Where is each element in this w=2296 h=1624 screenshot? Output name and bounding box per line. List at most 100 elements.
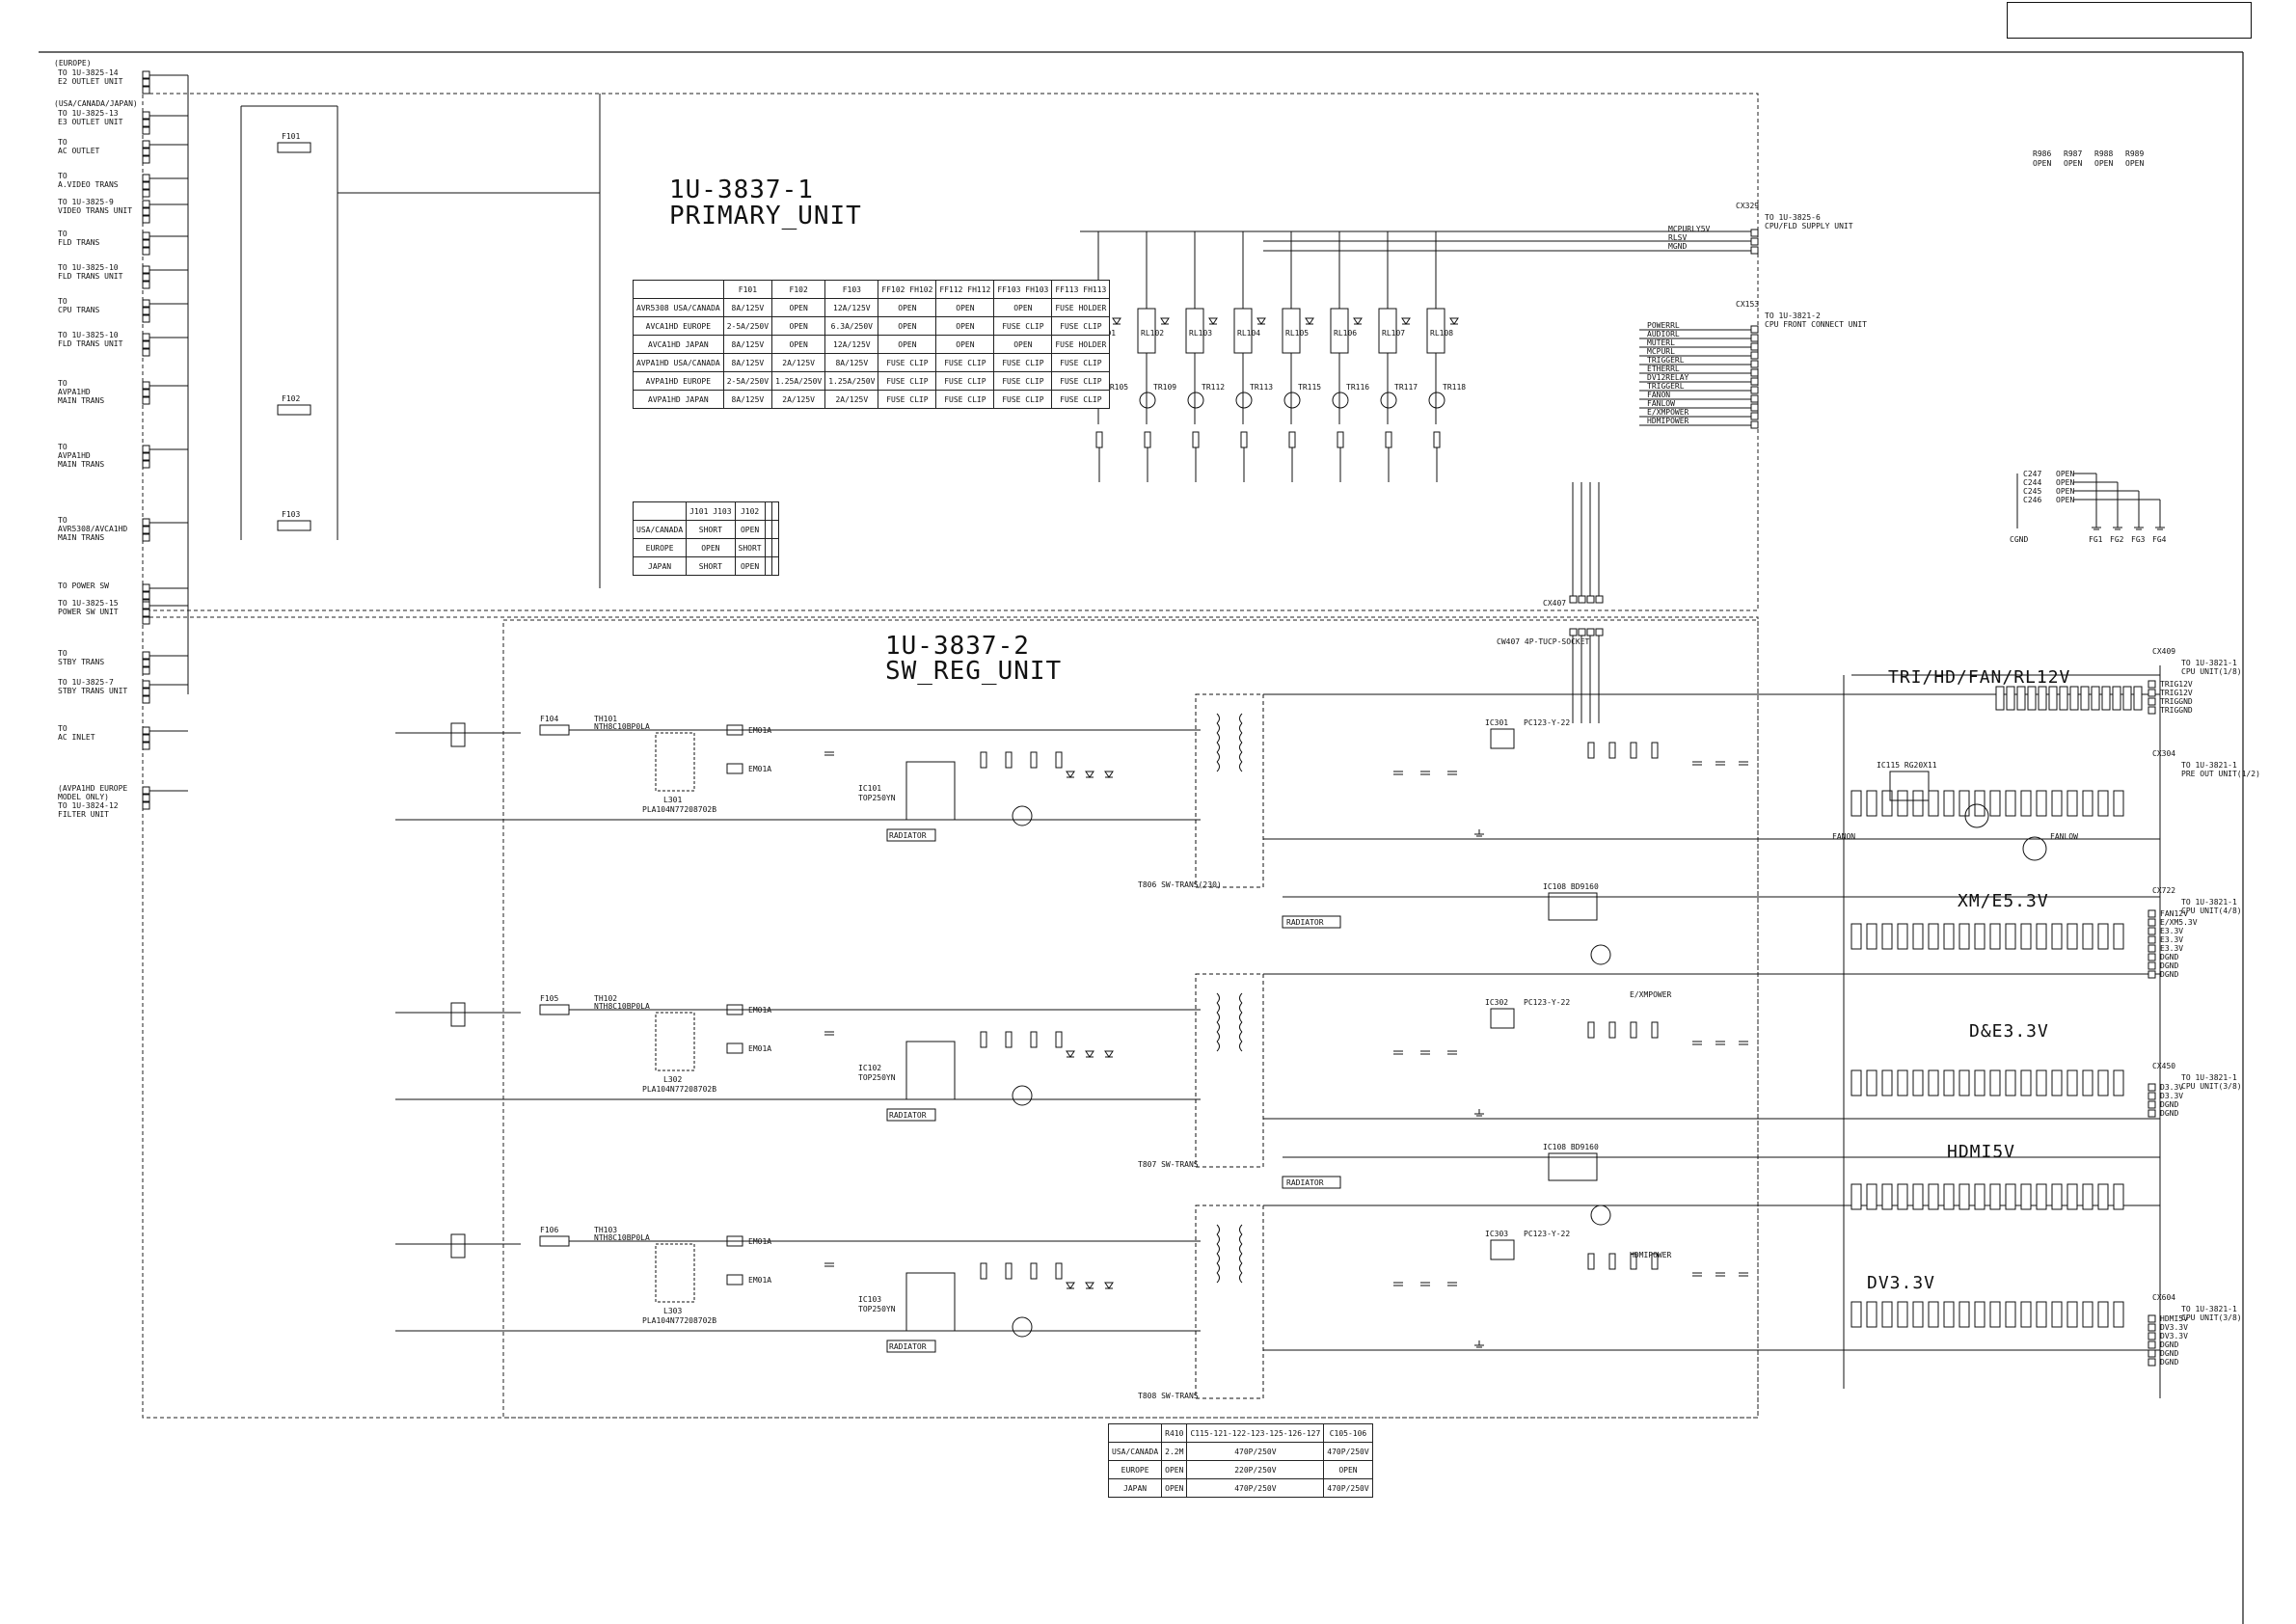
rail-cap-bank <box>1912 790 1924 817</box>
rail-cap-bank <box>1850 1069 1862 1096</box>
stage-connector <box>450 1233 466 1259</box>
stage-bridge-diode <box>726 1042 743 1054</box>
stage-filter-type: PLA104N77208702B <box>642 1085 716 1094</box>
aux-buck-label: IC108 BD9160 <box>1543 1143 1599 1151</box>
left-connector-pin <box>142 445 150 453</box>
stage-output-cap <box>1420 1050 1430 1055</box>
stage-transformer-label: T808 SW-TRANS <box>1138 1392 1199 1400</box>
cx604-label: HDMI5V <box>2160 1314 2188 1323</box>
fuse-label: F102 <box>282 394 300 403</box>
cx329-pin <box>1750 229 1759 237</box>
stage-transistor <box>1012 1316 1033 1338</box>
cx722-pin <box>2147 944 2156 953</box>
left-connector-pin <box>142 659 150 667</box>
rail-cap-bank <box>1958 1183 1970 1210</box>
fg-cap-label: C247 <box>2023 470 2041 478</box>
stage-diode <box>1085 771 1094 778</box>
cap-table-cell: OPEN <box>1161 1460 1188 1479</box>
rail-cap-bank <box>2020 1183 2032 1210</box>
rail-cap-bank <box>1943 790 1955 817</box>
stage-ic-label: IC102 <box>858 1064 881 1072</box>
cx604-pin <box>2147 1323 2156 1332</box>
left-connector-pin <box>142 70 150 79</box>
stage-ground <box>1474 829 1484 837</box>
cw407-pin <box>1586 628 1595 636</box>
left-connector-text: MAIN TRANS <box>58 533 104 542</box>
fuse-table-cell: FUSE CLIP <box>878 390 937 409</box>
unit-titles: 1U-3837-1 PRIMARY_UNIT 1U-3837-2 SW_REG_… <box>669 176 1061 686</box>
fuse-table-cell: OPEN <box>935 298 995 317</box>
cx153-pin-label: DV12RELAY <box>1647 373 1689 382</box>
fuse-f103 <box>277 520 311 531</box>
aux-radiator-label: RADIATOR <box>1286 1178 1324 1187</box>
drawing-frame <box>39 51 2244 1624</box>
stage-ground <box>1474 1109 1484 1117</box>
right-connector-id: CX409 <box>2152 647 2175 656</box>
cx329-pin-label: MGND <box>1668 242 1687 251</box>
fg-cap-value: OPEN <box>2056 496 2074 504</box>
rail-cap-bank <box>2005 1069 2016 1096</box>
open-ref: R989 <box>2125 149 2144 158</box>
fuse-table-cell: FUSE CLIP <box>1051 353 1111 372</box>
right-connector-text: TO 1U-3821-1 <box>2181 1305 2237 1313</box>
cx604-label: DGND <box>2160 1349 2178 1358</box>
stage-filter-label: L302 <box>663 1075 682 1084</box>
rail-cap-bank <box>1866 1183 1877 1210</box>
relay-base-resistor <box>1385 431 1392 448</box>
fuse-table-header: FF112 FH112 <box>935 280 995 299</box>
relay-label: RL107 <box>1382 329 1405 338</box>
fuse-table-cell: 8A/125V <box>824 353 879 372</box>
stage-thermistor-label: TH101 <box>594 715 617 723</box>
stage-resistor <box>1055 1262 1063 1280</box>
left-connector-pin <box>142 526 150 534</box>
cx604-label: DV3.3V <box>2160 1332 2188 1340</box>
stage-thermistor-type: NTH8C10BP0LA <box>594 722 650 731</box>
transformer-coil <box>1239 1262 1243 1274</box>
stage-output-cap <box>1447 771 1457 775</box>
jumper-table-cell <box>770 538 779 557</box>
cap-table-cell: OPEN <box>1323 1460 1373 1479</box>
tri-cap-bank <box>2059 686 2068 711</box>
rail-cap-bank <box>2082 1301 2093 1328</box>
left-connector-text: TO <box>58 172 68 180</box>
rail-cap-bank <box>1958 923 1970 950</box>
aux-radiator-label: RADIATOR <box>1286 918 1324 927</box>
stage-fuse <box>539 1235 570 1247</box>
transformer-coil <box>1239 1002 1243 1014</box>
fuse-f101 <box>277 142 311 153</box>
transistor-label: TR117 <box>1394 383 1418 392</box>
fuse-table-cell: FUSE CLIP <box>935 353 995 372</box>
left-connector-pin <box>142 801 150 810</box>
left-connector-pin <box>142 786 150 795</box>
cap-table-header: C115-121-122-123-125-126-127 <box>1186 1423 1325 1443</box>
left-connector-pin <box>142 340 150 349</box>
transformer-coil <box>1239 1243 1243 1255</box>
left-connector-text: FLD TRANS UNIT <box>58 339 123 348</box>
left-connector-pin <box>142 239 150 248</box>
fuse-table-cell: AVCA1HD EUROPE <box>633 316 724 336</box>
rail-cap-bank <box>1850 1183 1862 1210</box>
transformer-coil <box>1216 722 1220 734</box>
stage-output-cap <box>1393 771 1403 775</box>
fuse-table-cell: FUSE CLIP <box>993 371 1053 391</box>
cx153-pin <box>1750 403 1759 412</box>
stage-bridge-diode <box>726 763 743 774</box>
fuse-table-cell: 8A/125V <box>722 390 773 409</box>
left-connector-pin <box>142 680 150 689</box>
left-connector-pin <box>142 794 150 802</box>
right-connector-id: CX604 <box>2152 1293 2175 1302</box>
rail-cap-bank <box>1897 923 1908 950</box>
fuse-table-cell: OPEN <box>878 335 937 354</box>
left-connector-text: MAIN TRANS <box>58 396 104 405</box>
fuse-table-cell: 8A/125V <box>722 353 773 372</box>
left-connector-text: AVR5308/AVCA1HD <box>58 525 127 533</box>
transistor-label: TR116 <box>1346 383 1369 392</box>
jumper-table-cell <box>764 538 772 557</box>
cap-table-cell: USA/CANADA <box>1107 1442 1163 1461</box>
rail-cap-bank <box>2066 1183 2078 1210</box>
cx153-pin-label: E/XMPOWER <box>1647 408 1689 417</box>
relay-flyback-diode <box>1401 317 1411 325</box>
